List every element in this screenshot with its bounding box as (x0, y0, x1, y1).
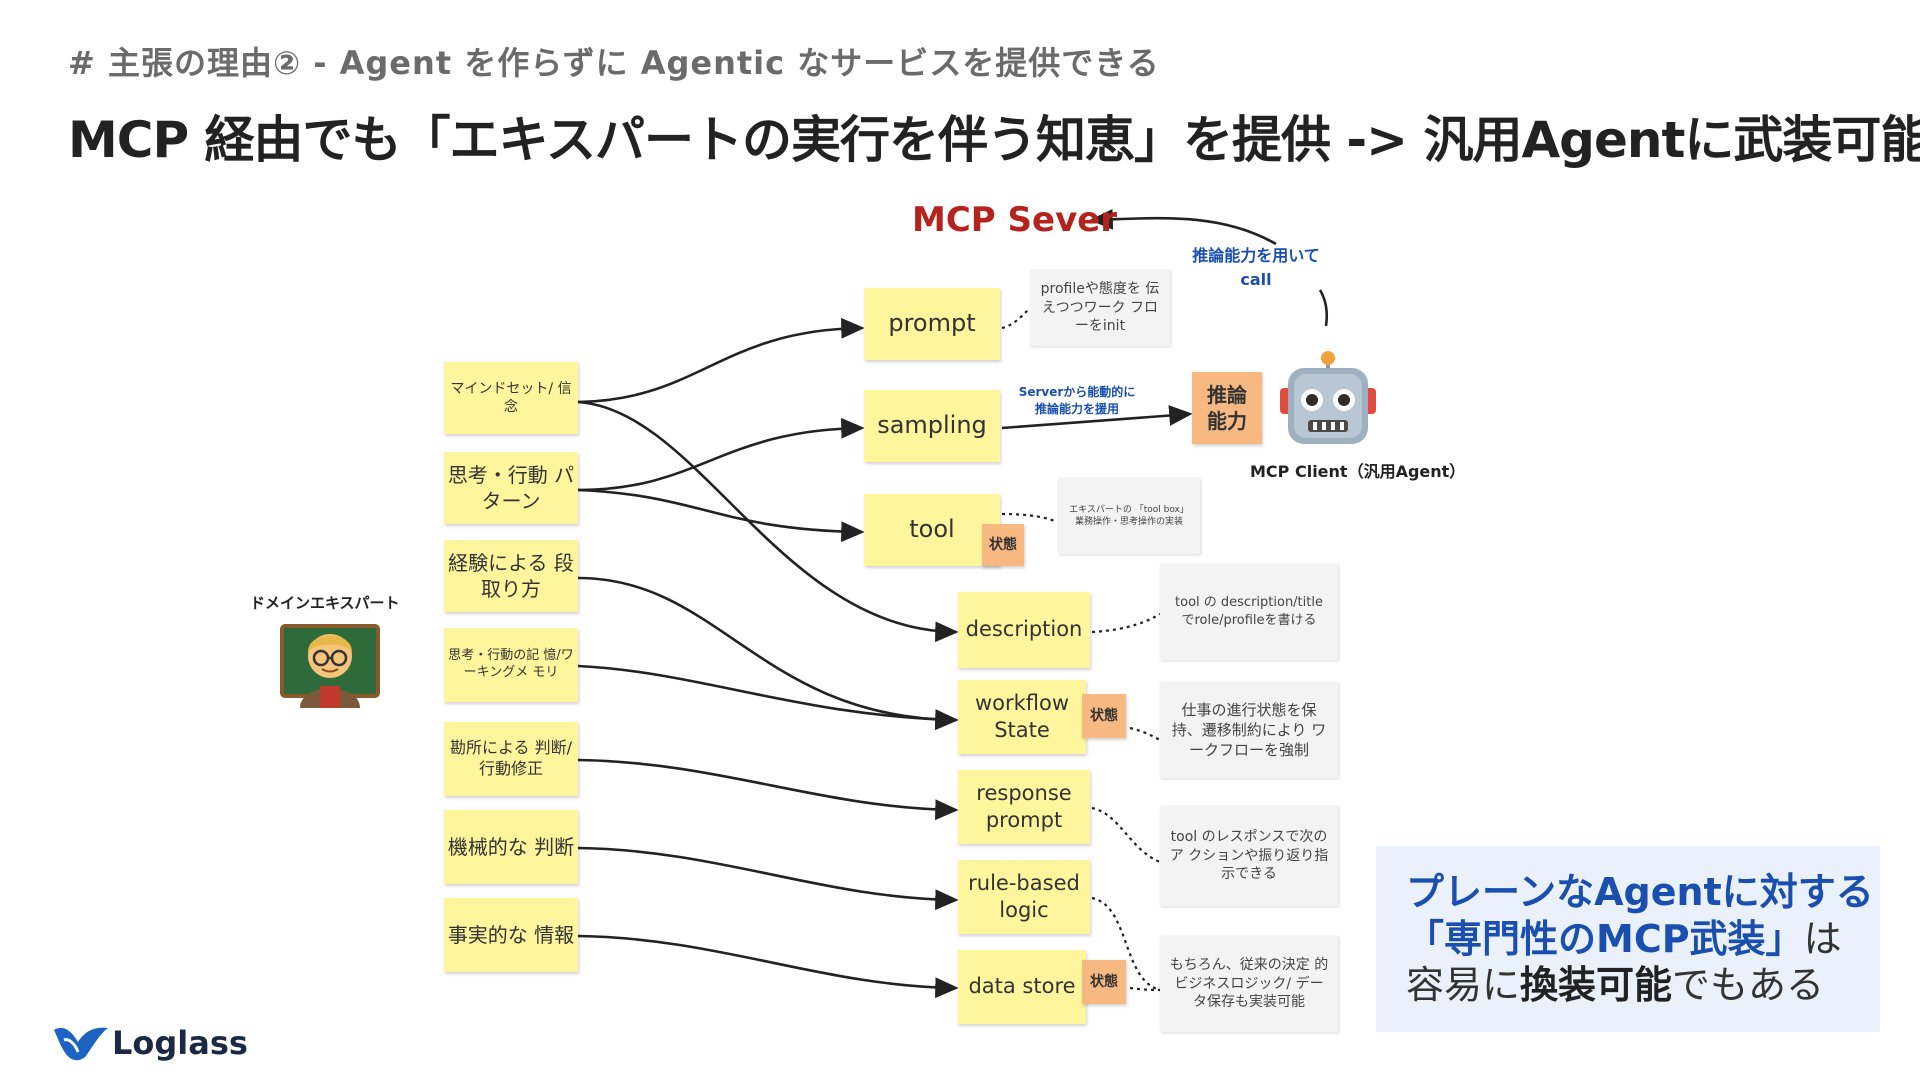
feature-tool: tool (864, 494, 1000, 566)
mcp-server-label: MCP Sever (912, 200, 1118, 240)
domain-expert-label: ドメインエキスパート (250, 594, 400, 612)
edge-client-call (1318, 289, 1329, 327)
dotted-datastore-note (1129, 986, 1161, 992)
reasoning-ability-box: 推論 能力 (1192, 372, 1262, 444)
note-tool: エキスパートの 「tool box」 業務操作・思考操作の実装 (1058, 478, 1200, 554)
edge-client-server (1089, 208, 1277, 246)
slide-title: MCP 経由でも「エキスパートの実行を伴う知恵」を提供 -> 汎用Agentに武… (68, 111, 1920, 169)
callout-line-3-a: 容易に (1406, 963, 1521, 1008)
edge-mechanical-rule (577, 846, 959, 911)
note-workflow: 仕事の進行状態を保 持、遷移制約により ワークフローを強制 (1160, 682, 1338, 778)
feature-description: description (958, 592, 1090, 668)
dotted-response-note (1091, 806, 1161, 864)
dotted-description-note (1091, 613, 1161, 634)
callout-line-1: プレーンなAgentに対する (1406, 870, 1874, 915)
callout-box: プレーンなAgentに対する 「専門性のMCP武装」は 容易に換装可能でもある (1376, 846, 1880, 1032)
feature-response-prompt: response prompt (958, 770, 1090, 844)
callout-line-2-suffix: は (1803, 916, 1842, 961)
edge-mindset-prompt (577, 317, 865, 404)
note-response: tool のレスポンスで次のア クションや振り返り指 示できる (1160, 806, 1338, 906)
feature-rule-based-logic: rule-based logic (958, 860, 1090, 934)
knowledge-thinking-pattern: 思考・行動 パターン (444, 452, 578, 524)
dotted-tool-note (1001, 512, 1057, 523)
note-prompt: profileや態度を 伝えつつワーク フローをinit (1030, 270, 1170, 346)
callout-line-2-main: 「専門性のMCP武装」 (1406, 916, 1804, 961)
feature-sampling: sampling (864, 390, 1000, 462)
call-label: 推論能力を用いて call (1192, 246, 1320, 289)
edge-memory-workflow (577, 664, 959, 730)
feature-prompt: prompt (864, 288, 1000, 360)
callout-line-3-b: 換装可能 (1520, 963, 1673, 1008)
feature-data-store: data store (958, 950, 1086, 1024)
callout-line-3: 容易に換装可能でもある (1406, 962, 1880, 1008)
dotted-rule-note (1091, 896, 1161, 992)
datastore-state-tag: 状態 (1082, 960, 1126, 1004)
callout-line-3-c: でもある (1672, 963, 1825, 1008)
knowledge-fact: 事実的な 情報 (444, 898, 578, 972)
knowledge-experience: 経験による 段取り方 (444, 540, 578, 612)
note-description: tool の description/title でrole/profileを書… (1160, 564, 1338, 660)
slide-subtitle: # 主張の理由② - Agent を作らずに Agentic なサービスを提供で… (68, 44, 1160, 82)
note-datastore: もちろん、従来の決定 的ビジネスロジック/ データ保存も実装可能 (1160, 936, 1338, 1032)
loglass-logo-text: Loglass (112, 1024, 248, 1062)
teacher-icon (280, 624, 380, 708)
edge-sampling-ability (1001, 405, 1193, 430)
loglass-logo-icon (54, 1027, 108, 1061)
tool-state-tag: 状態 (982, 524, 1024, 566)
knowledge-memory: 思考・行動の記 憶/ワーキングメ モリ (444, 628, 578, 702)
edge-fact-datastore (577, 934, 959, 999)
edge-intuition-response (577, 758, 959, 821)
feature-workflow-state: workflow State (958, 680, 1086, 754)
edge-pattern-sampling (577, 417, 865, 492)
knowledge-intuition: 勘所による 判断/行動修正 (444, 722, 578, 796)
sampling-note: Serverから能動的に 推論能力を援用 (1018, 385, 1136, 416)
robot-icon (1280, 351, 1376, 444)
callout-line-2: 「専門性のMCP武装」は (1406, 916, 1880, 962)
knowledge-mechanical: 機械的な 判断 (444, 810, 578, 884)
dotted-workflow-note (1129, 726, 1161, 741)
knowledge-mindset: マインドセット/ 信念 (444, 362, 578, 434)
mcp-client-label: MCP Client（汎用Agent） (1250, 462, 1466, 481)
edge-experience-workflow (577, 576, 959, 731)
edge-pattern-tool (577, 488, 865, 543)
dotted-prompt-note (1001, 309, 1029, 330)
workflow-state-tag: 状態 (1082, 694, 1126, 738)
